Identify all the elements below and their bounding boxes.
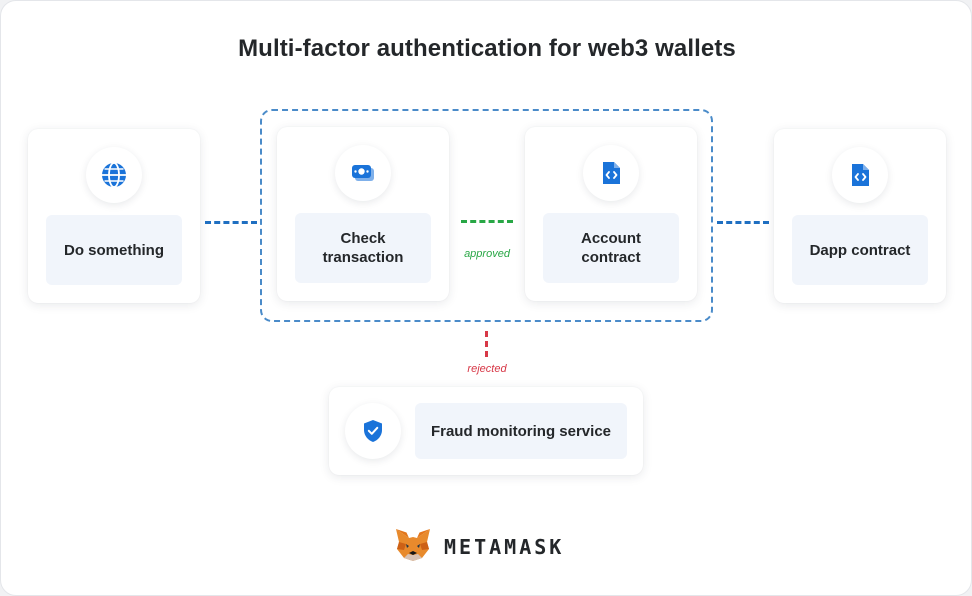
mfa-group-box (260, 109, 713, 322)
connector-group-to-dapp (717, 221, 769, 224)
page-title: Multi-factor authentication for web3 wal… (238, 35, 736, 62)
cash-icon (335, 145, 391, 201)
connector-rejected (485, 331, 488, 357)
node-dapp-contract: Dapp contract (774, 129, 946, 303)
connector-approved (461, 220, 513, 223)
globe-icon (86, 147, 142, 203)
shield-check-icon (345, 403, 401, 459)
node-label: Do something (46, 215, 182, 285)
node-account-contract: Account contract (525, 127, 697, 301)
metamask-fox-icon (394, 527, 432, 568)
node-label: Account contract (543, 213, 679, 283)
brand-name: METAMASK (444, 535, 565, 559)
connector-do-to-group (205, 221, 257, 224)
code-document-icon (832, 147, 888, 203)
node-fraud-monitoring: Fraud monitoring service (329, 387, 643, 475)
node-label: Check transaction (295, 213, 431, 283)
node-check-transaction: Check transaction (277, 127, 449, 301)
code-document-icon (583, 145, 639, 201)
approved-label: approved (464, 248, 510, 260)
node-do-something: Do something (28, 129, 200, 303)
metamask-logo: METAMASK (394, 528, 564, 566)
node-label: Fraud monitoring service (415, 403, 627, 459)
node-label: Dapp contract (792, 215, 928, 285)
rejected-label: rejected (467, 363, 507, 375)
